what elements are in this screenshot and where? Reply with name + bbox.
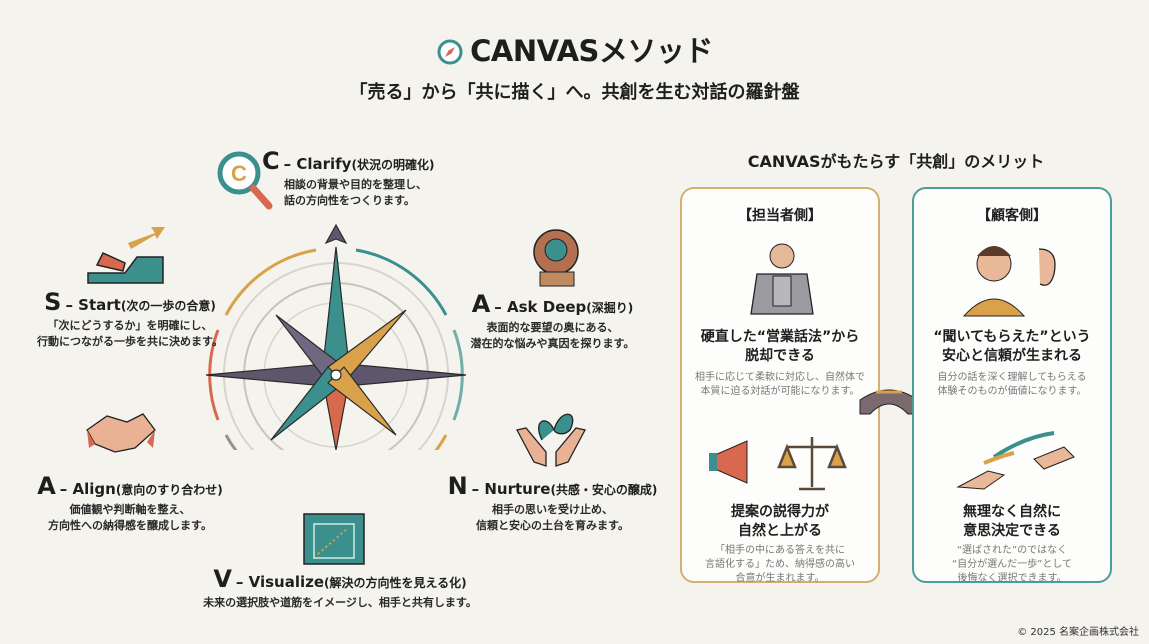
customer-merit-2-desc: “選ばされた”のではなく“自分が選んだ一歩”として後悔なく選択できます。 (951, 545, 1073, 584)
staff-merit-2-desc: 「相手の中にある答えを共に言語化する」ため、納得感の高い合意が生まれます。 (705, 545, 855, 584)
megaphone-scale-icon (709, 437, 847, 491)
staff-card: 【担当者側】 硬直した“営業話法”から脱却できる 相手に応じて柔軟に対応し、自然… (680, 187, 880, 584)
step-align: A– Align(意向のすり合わせ) 価値観や判断軸を整え、方向性への納得感を醸… (37, 472, 223, 532)
copyright: © 2025 名案企画株式会社 (1017, 627, 1139, 638)
armored-person-icon (750, 243, 814, 315)
reaching-hands-icon (956, 431, 1075, 490)
step-start: S– Start(次の一歩の合意) 「次にどうするか」を明確にし、行動につながる… (37, 288, 223, 348)
hands-sprout-icon (516, 413, 586, 467)
staff-merit-2-heading: 提案の説得力が自然と上がる (731, 504, 829, 539)
handshake-icon (86, 413, 156, 453)
customer-merit-1-desc: 自分の話を深く理解してもらえる体験そのものが価値になります。 (937, 372, 1087, 397)
cycle-arrow-gray (224, 434, 238, 450)
cycle-arrow-gold (224, 248, 317, 316)
step-clarify: C– Clarify(状況の明確化) 相談の背景や目的を整理し、話の方向性をつく… (262, 147, 435, 207)
bridge-icon (859, 389, 919, 415)
customer-merit-1-heading: “聞いてもらえた”という安心と信頼が生まれる (933, 329, 1091, 364)
step-ask-deep: A– Ask Deep(深掘り) 表面的な要望の奥にある、潜在的な悩みや真因を探… (470, 290, 635, 350)
listening-person-icon (962, 246, 1056, 317)
step-up-icon (87, 227, 165, 284)
step-visualize: V– Visualize(解決の方向性を見える化) 未来の選択肢や道筋をイメージ… (203, 565, 477, 609)
staff-merit-1-desc: 相手に応じて柔軟に対応し、自然体で本質に迫る対話が可能になります。 (695, 372, 865, 397)
page-title: CANVASメソッド (0, 28, 1149, 70)
diver-helmet-icon (533, 229, 579, 287)
step-nurture: N– Nurture(共感・安心の醸成) 相手の思いを受け止め、信頼と安心の土台… (447, 472, 658, 532)
customer-card: 【顧客側】 “聞いてもらえた”という安心と信頼が生まれる 自分の話を深く理解して… (912, 187, 1112, 584)
compass-diagram (205, 223, 467, 450)
compass-icon (437, 39, 463, 65)
cycle-arrow-teal (355, 248, 448, 316)
customer-merit-2-heading: 無理なく自然に意思決定できる (963, 504, 1061, 539)
staff-merit-1-heading: 硬直した“営業話法”から脱却できる (700, 329, 860, 364)
page-subtitle: 「売る」から「共に描く」へ。共創を生む対話の羅針盤 (349, 82, 800, 103)
magnifier-icon: C (217, 151, 273, 210)
svg-text:C: C (231, 161, 247, 186)
map-icon (303, 513, 365, 565)
merits-title: CANVASがもたらす「共創」のメリット (747, 152, 1045, 171)
cycle-arrow-gold-2 (434, 434, 448, 450)
